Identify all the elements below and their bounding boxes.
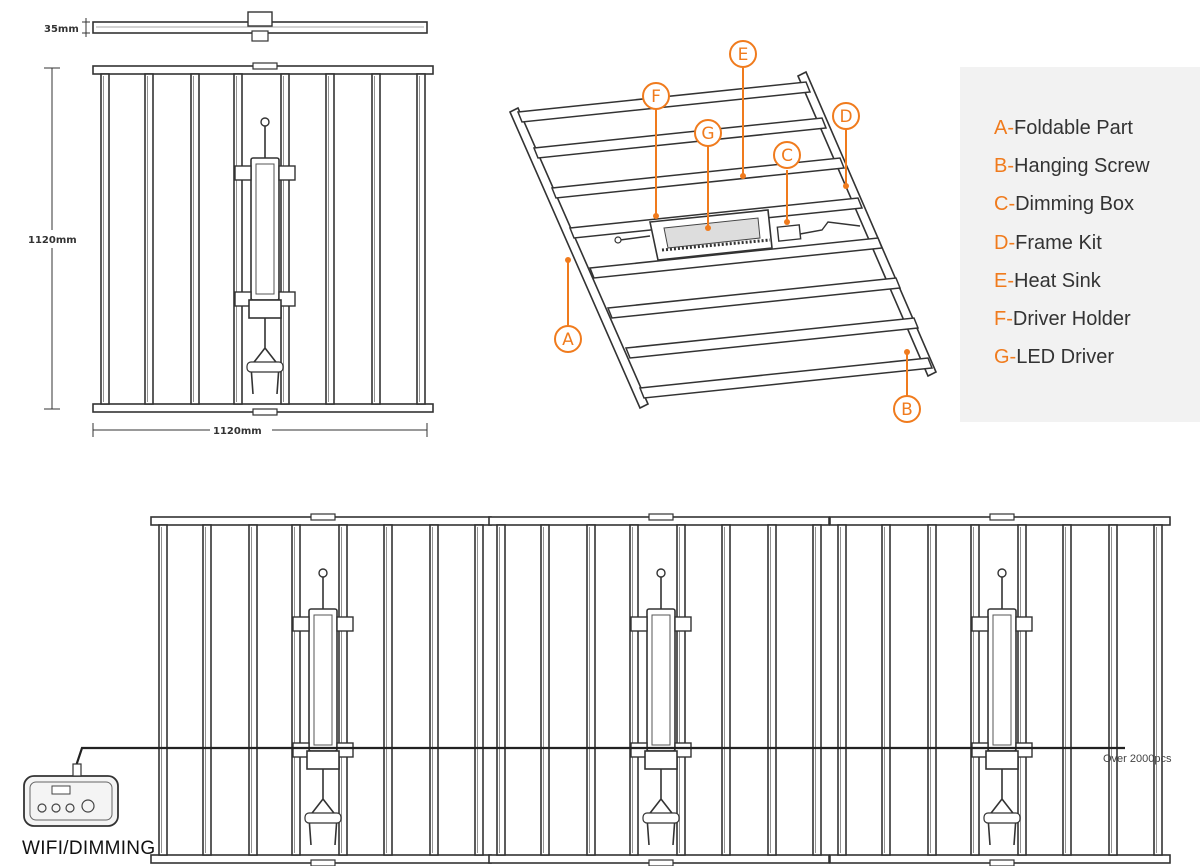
legend-text: Driver Holder (1012, 307, 1131, 330)
wifi-controller-icon (23, 763, 119, 827)
callout-f-circle (642, 82, 670, 110)
legend-item-led-driver: G-LED Driver (994, 346, 1150, 384)
callout-b-label: B (901, 400, 913, 420)
controller-label: WIFI/DIMMING (22, 838, 156, 859)
callout-g-label: G (701, 124, 714, 144)
legend-text: Dimming Box (1015, 193, 1135, 216)
legend-text: Hanging Screw (1014, 155, 1150, 178)
legend-item-driver-holder: F-Driver Holder (994, 308, 1150, 346)
legend-list: A-Foldable Part B-Hanging Screw C-Dimmin… (994, 117, 1150, 384)
legend-letter: B- (994, 155, 1014, 178)
width-dimension-line (92, 422, 428, 438)
isometric-view-fixture (508, 70, 938, 410)
legend-item-dimming-box: C-Dimming Box (994, 193, 1150, 231)
legend-panel: A-Foldable Part B-Hanging Screw C-Dimmin… (960, 67, 1200, 422)
side-profile-view (82, 11, 428, 42)
callout-leaders (565, 68, 910, 396)
legend-letter: D- (994, 231, 1016, 254)
callout-a-circle (554, 325, 582, 353)
chain-capacity-label: Over 2000pcs (1103, 753, 1172, 765)
legend-letter: C- (994, 193, 1016, 216)
callout-g-circle (694, 119, 722, 147)
width-dimension-label: 1120mm (213, 426, 262, 437)
legend-text: LED Driver (1016, 346, 1115, 369)
legend-text: Heat Sink (1014, 269, 1101, 292)
thickness-dimension-label: 35mm (44, 24, 79, 35)
legend-item-frame-kit: D-Frame Kit (994, 232, 1150, 270)
legend-letter: F- (994, 307, 1013, 330)
callout-e-circle (729, 40, 757, 68)
front-view-fixture (93, 63, 433, 415)
callout-d-circle (832, 102, 860, 130)
legend-item-foldable-part: A-Foldable Part (994, 117, 1150, 155)
chain-fixture-2 (489, 514, 829, 866)
legend-text: Frame Kit (1015, 231, 1102, 254)
legend-letter: E- (994, 269, 1014, 292)
chain-fixture-1 (151, 514, 491, 866)
legend-text: Foldable Part (1014, 117, 1133, 139)
callout-c-label: C (781, 146, 793, 166)
height-dimension-label: 1120mm (28, 235, 77, 246)
callout-e-label: E (738, 45, 749, 65)
height-dimension-line (26, 67, 86, 410)
callout-b-circle (893, 395, 921, 423)
callout-f-label: F (651, 87, 661, 107)
legend-letter: G- (994, 346, 1017, 369)
callout-a-label: A (562, 330, 574, 350)
control-cable (74, 746, 1125, 767)
chain-fixture-3 (830, 514, 1170, 866)
legend-item-hanging-screw: B-Hanging Screw (994, 155, 1150, 193)
legend-letter: A- (994, 117, 1014, 139)
callout-c-circle (773, 141, 801, 169)
callout-d-label: D (839, 107, 852, 127)
legend-item-heat-sink: E-Heat Sink (994, 270, 1150, 308)
